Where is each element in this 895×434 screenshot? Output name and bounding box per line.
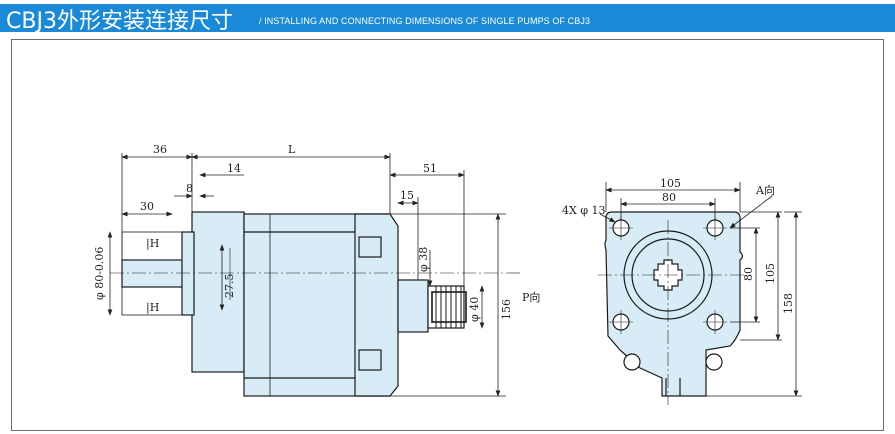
flange-step — [181, 231, 195, 316]
outlet-thread — [431, 286, 467, 328]
side-view — [110, 211, 520, 397]
end-view — [604, 211, 744, 397]
page-title: CBJ3外形安装连接尺寸 — [6, 9, 233, 34]
dim-30: 30 — [140, 200, 154, 213]
bottom-notch — [665, 378, 681, 396]
label-section-upper: |H — [146, 237, 159, 251]
drive-shaft — [121, 259, 187, 288]
flange — [191, 211, 245, 373]
mount-hole-l — [623, 353, 641, 371]
bolt-head-top — [358, 236, 382, 258]
label-port-view: P向 — [522, 290, 540, 304]
title-bar — [0, 4, 895, 32]
end-dim-labels: 105 80 4X φ 13 A向 80 105 158 — [562, 177, 795, 314]
end-dim-lines — [599, 182, 802, 397]
header: CBJ3外形安装连接尺寸 / INSTALLING AND CONNECTING… — [0, 0, 895, 35]
dim-14: 14 — [227, 162, 241, 175]
dim-15: 15 — [400, 189, 414, 202]
bolt-head-bottom — [358, 349, 382, 371]
dim-156: 156 — [500, 299, 513, 320]
drawing-frame — [11, 39, 884, 431]
mount-hole-r — [705, 353, 723, 371]
dim-d38: φ 38 — [417, 247, 430, 272]
dim-holes: 4X φ 13 — [562, 204, 606, 217]
dim-8: 8 — [186, 182, 193, 195]
dim-shaft-dia: φ 80-0.06 — [93, 247, 106, 300]
side-dim-lines — [107, 153, 506, 397]
dim-36: 36 — [153, 143, 167, 156]
dim-51: 51 — [423, 162, 437, 175]
dim-105-right: 105 — [764, 263, 777, 284]
dim-d40: φ 40 — [468, 297, 481, 322]
dim-80-right: 80 — [742, 267, 755, 281]
dim-27-5: 27.5 — [223, 274, 236, 299]
page-subtitle: / INSTALLING AND CONNECTING DIMENSIONS O… — [259, 16, 591, 26]
dim-80-top: 80 — [662, 191, 676, 204]
side-dim-labels: 36 L 14 51 8 30 15 |H |H φ 80-0.06 27.5 … — [93, 143, 540, 322]
label-view-a: A向 — [755, 183, 775, 197]
outlet-boss — [397, 279, 429, 333]
dim-158: 158 — [782, 293, 795, 314]
label-section-lower: |H — [146, 301, 159, 315]
dim-105-top: 105 — [660, 177, 681, 190]
dim-L: L — [288, 143, 296, 156]
